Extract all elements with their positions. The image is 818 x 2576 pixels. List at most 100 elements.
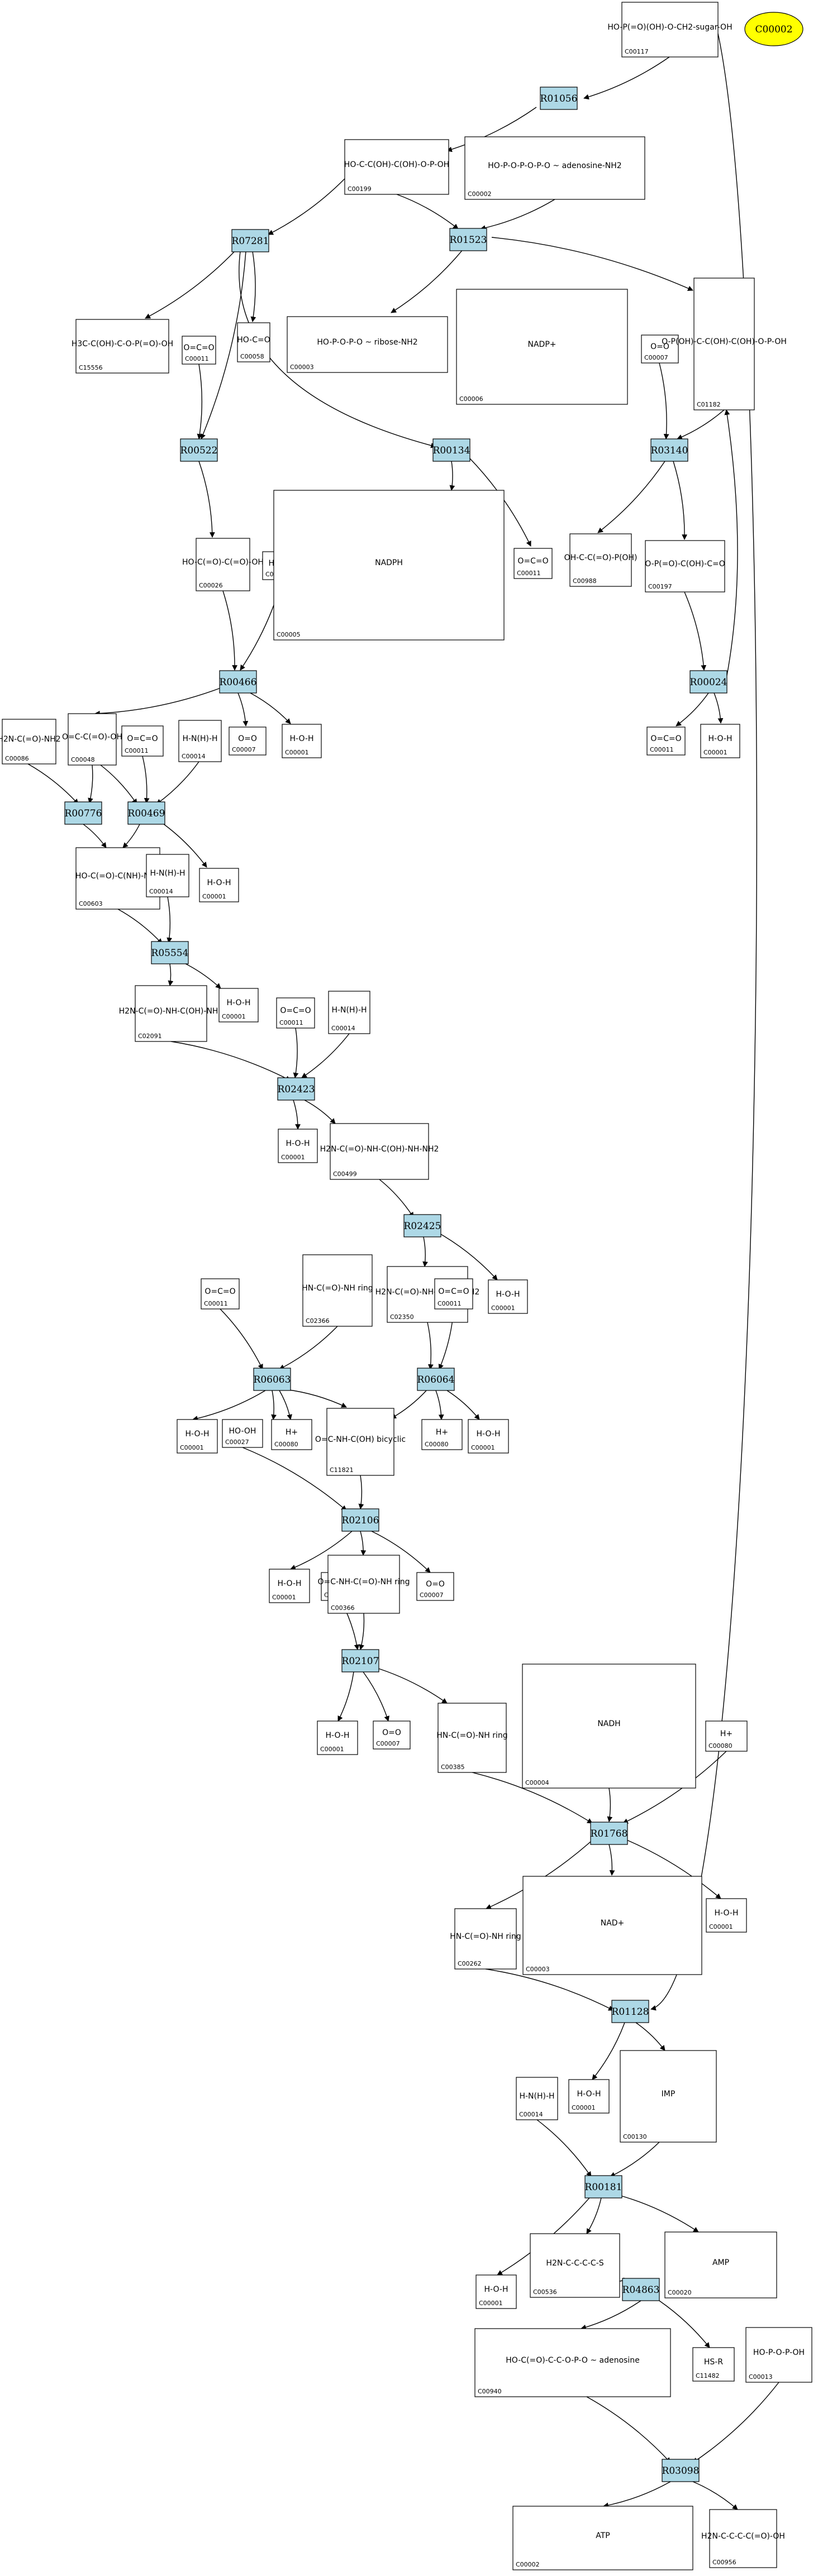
- compound-C00080[interactable]: H+C00080: [271, 1419, 312, 1450]
- reaction-R01056[interactable]: R01056: [540, 87, 578, 110]
- reaction-R07281[interactable]: R07281: [231, 229, 269, 252]
- reaction-R00024[interactable]: R00024: [689, 670, 727, 694]
- reaction-R04863[interactable]: R04863: [622, 2278, 660, 2301]
- reaction-R03140[interactable]: R03140: [650, 438, 688, 462]
- compound-structure: H-O-H: [186, 1430, 210, 1438]
- reaction-R00134[interactable]: R00134: [432, 438, 470, 462]
- reaction-R01128[interactable]: R01128: [611, 2000, 649, 2023]
- compound-C00080[interactable]: H+C00080: [705, 1720, 748, 1752]
- compound-structure: O=C-C(=O)-OH: [62, 733, 122, 742]
- compound-structure: H2N-C-C-C-C-S: [546, 2259, 603, 2268]
- reaction-R00466[interactable]: R00466: [219, 670, 257, 694]
- compound-C00988[interactable]: OH-C-C(=O)-P(OH)C00988: [564, 533, 638, 587]
- reaction-R02106[interactable]: R02106: [341, 1508, 379, 1532]
- reaction-R00522[interactable]: R00522: [180, 438, 218, 462]
- reaction-R01523[interactable]: R01523: [449, 228, 487, 251]
- reaction-id: R00776: [65, 808, 102, 819]
- compound-id: C00080: [425, 1441, 449, 1448]
- reaction-R06063[interactable]: R06063: [253, 1368, 291, 1391]
- reaction-R00776[interactable]: R00776: [64, 801, 102, 825]
- reaction-R00181[interactable]: R00181: [584, 2175, 622, 2199]
- edge-arrow: [435, 1231, 498, 1280]
- reaction-R05554[interactable]: R05554: [151, 941, 189, 964]
- compound-box: [135, 985, 207, 1042]
- compound-structure: HS-R: [704, 2358, 723, 2367]
- reaction-R02425[interactable]: R02425: [403, 1214, 441, 1237]
- reaction-R06064[interactable]: R06064: [417, 1368, 455, 1391]
- reaction-R01768[interactable]: R01768: [590, 1822, 628, 1845]
- reaction-R02423[interactable]: R02423: [277, 1077, 315, 1101]
- reaction-R02107[interactable]: R02107: [341, 1649, 379, 1672]
- compound-box: [474, 2328, 671, 2397]
- highlight-ellipse[interactable]: [744, 12, 803, 46]
- edge-arrow: [371, 1531, 431, 1573]
- reaction-R03098[interactable]: R03098: [662, 2459, 700, 2482]
- compound-C00003[interactable]: NAD+C00003: [522, 1876, 702, 1975]
- compound-structure: O-P(=O)-C(OH)-C=O: [645, 560, 725, 568]
- compound-C00080[interactable]: H+C00080: [421, 1419, 463, 1450]
- compound-C00006[interactable]: NADP+C00006: [456, 289, 628, 405]
- reaction-R00469[interactable]: R00469: [127, 801, 165, 825]
- compound-structure: O=C=O: [127, 734, 158, 743]
